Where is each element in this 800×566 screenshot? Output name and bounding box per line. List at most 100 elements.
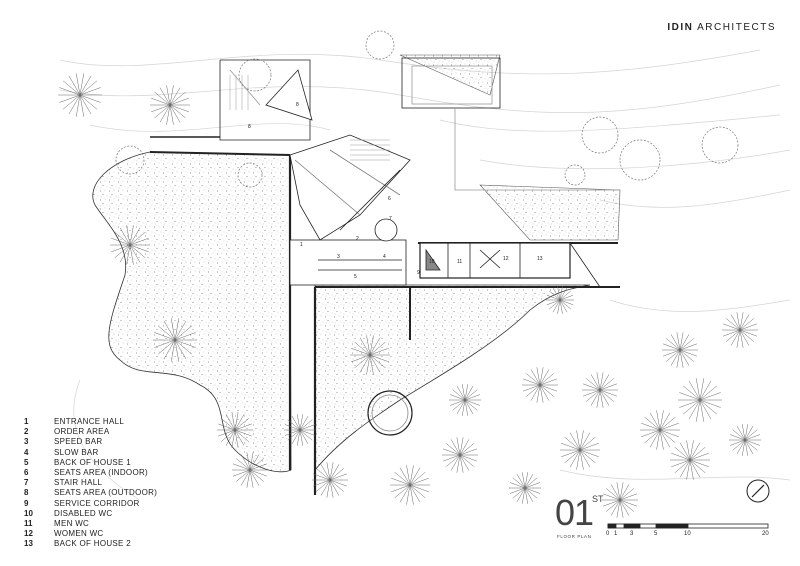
plan-label: 5 bbox=[354, 274, 357, 280]
spiky-tree bbox=[350, 335, 390, 375]
spiky-tree bbox=[217, 412, 253, 448]
legend-label: BACK OF HOUSE 1 bbox=[54, 457, 131, 467]
legend-number: 2 bbox=[24, 427, 29, 437]
sheet-label: FLOOR PLAN bbox=[557, 534, 592, 539]
spiky-tree bbox=[449, 384, 481, 416]
round-tree bbox=[564, 164, 586, 186]
room-labels: 1 2 3 4 5 6 7 8 8 9 10 11 12 13 bbox=[248, 102, 543, 280]
spiky-tree bbox=[153, 318, 197, 362]
legend-item: 12 WOMEN WC bbox=[24, 529, 157, 539]
plan-label: 3 bbox=[337, 254, 340, 260]
legend-item: 3 SPEED BAR bbox=[24, 437, 157, 447]
plan-label: 9 bbox=[417, 270, 420, 276]
spiky-tree bbox=[546, 286, 574, 314]
spiky-tree bbox=[312, 462, 348, 498]
legend-item: 2 ORDER AREA bbox=[24, 427, 157, 437]
scale-tick-label: 20 bbox=[762, 531, 769, 537]
legend-number: 7 bbox=[24, 478, 29, 488]
brand-name: IDIN bbox=[667, 22, 694, 33]
sheet-ordinal: ST bbox=[592, 494, 604, 504]
legend-label: ORDER AREA bbox=[54, 427, 110, 437]
scale-tick-label: 10 bbox=[684, 531, 691, 537]
legend-item: 4 SLOW BAR bbox=[24, 448, 157, 458]
brand-suffix: ARCHITECTS bbox=[697, 22, 776, 33]
scale-tick-label: 3 bbox=[630, 531, 634, 537]
trees bbox=[58, 30, 761, 518]
spiky-tree bbox=[602, 482, 638, 518]
landscape-planting-areas bbox=[92, 54, 621, 473]
round-tree bbox=[581, 116, 619, 154]
legend-label: ENTRANCE HALL bbox=[54, 417, 125, 426]
spiky-tree bbox=[58, 73, 102, 117]
spiky-tree bbox=[722, 312, 758, 348]
round-tree bbox=[115, 145, 145, 175]
scale-tick-label: 1 bbox=[614, 531, 618, 537]
room-legend: 1 ENTRANCE HALL 2 ORDER AREA 3 SPEED BAR 4 SLOW… bbox=[24, 417, 157, 550]
scale-tick-label: 0 bbox=[606, 531, 610, 537]
legend-item: 7 STAIR HALL bbox=[24, 478, 157, 488]
sheet-title: 01 ST FLOOR PLAN bbox=[555, 492, 615, 542]
legend-item: 1 ENTRANCE HALL bbox=[24, 417, 157, 427]
legend-item: 10 DISABLED WC bbox=[24, 509, 157, 519]
legend-item: 9 SERVICE CORRIDOR bbox=[24, 499, 157, 509]
spiky-tree bbox=[670, 440, 710, 480]
legend-label: SERVICE CORRIDOR bbox=[54, 498, 140, 508]
plan-label: 1 bbox=[300, 242, 303, 248]
spiky-tree bbox=[729, 424, 761, 456]
terrain-contours bbox=[59, 49, 791, 501]
legend-label: DISABLED WC bbox=[54, 508, 113, 518]
spiky-tree bbox=[110, 225, 150, 265]
plan-label: 10 bbox=[429, 259, 435, 265]
plan-label: 2 bbox=[356, 236, 359, 242]
legend-number: 10 bbox=[24, 508, 33, 518]
legend-label: WOMEN WC bbox=[54, 529, 104, 539]
round-tree bbox=[365, 30, 395, 60]
legend-item: 6 SEATS AREA (INDOOR) bbox=[24, 468, 157, 478]
legend-number: 8 bbox=[24, 488, 29, 498]
spiky-tree bbox=[232, 452, 268, 488]
legend-number: 12 bbox=[24, 529, 33, 539]
spiky-tree bbox=[150, 85, 190, 125]
legend-label: MEN WC bbox=[54, 519, 90, 529]
legend-label: STAIR HALL bbox=[54, 478, 103, 488]
round-tree bbox=[701, 126, 739, 164]
legend-number: 13 bbox=[24, 539, 33, 549]
spiky-tree bbox=[560, 430, 600, 470]
plan-label: 13 bbox=[537, 256, 543, 262]
plan-label: 11 bbox=[457, 259, 462, 265]
legend-label: BACK OF HOUSE 2 bbox=[54, 539, 131, 549]
spiky-tree bbox=[509, 472, 541, 504]
spiky-tree bbox=[640, 410, 680, 450]
round-tree bbox=[619, 139, 661, 181]
spiky-tree bbox=[522, 367, 558, 403]
round-tree bbox=[238, 58, 272, 92]
spiky-tree bbox=[582, 372, 618, 408]
legend-number: 6 bbox=[24, 468, 29, 478]
building-footprint bbox=[149, 57, 770, 529]
spiky-tree bbox=[284, 414, 316, 446]
round-tree bbox=[237, 162, 263, 188]
legend-number: 1 bbox=[24, 417, 29, 426]
plan-label: 6 bbox=[388, 196, 391, 202]
spiky-tree bbox=[678, 378, 722, 422]
legend-item: 13 BACK OF HOUSE 2 bbox=[24, 539, 157, 549]
legend-number: 9 bbox=[24, 498, 29, 508]
plan-label: 8 bbox=[296, 102, 299, 108]
legend-number: 3 bbox=[24, 437, 29, 447]
legend-item: 11 MEN WC bbox=[24, 519, 157, 529]
legend-number: 4 bbox=[24, 447, 29, 457]
firm-logo: IDIN ARCHITECTS bbox=[667, 22, 776, 33]
plan-label: 4 bbox=[383, 254, 386, 260]
scale-tick-label: 5 bbox=[654, 531, 658, 537]
central-garden bbox=[314, 284, 591, 472]
sheet-number: 01 bbox=[555, 492, 594, 533]
legend-label: SLOW BAR bbox=[54, 447, 99, 457]
legend-number: 11 bbox=[24, 519, 33, 529]
legend-label: SEATS AREA (INDOOR) bbox=[54, 468, 149, 478]
legend-label: SPEED BAR bbox=[54, 437, 103, 447]
plan-label: 8 bbox=[248, 124, 251, 130]
